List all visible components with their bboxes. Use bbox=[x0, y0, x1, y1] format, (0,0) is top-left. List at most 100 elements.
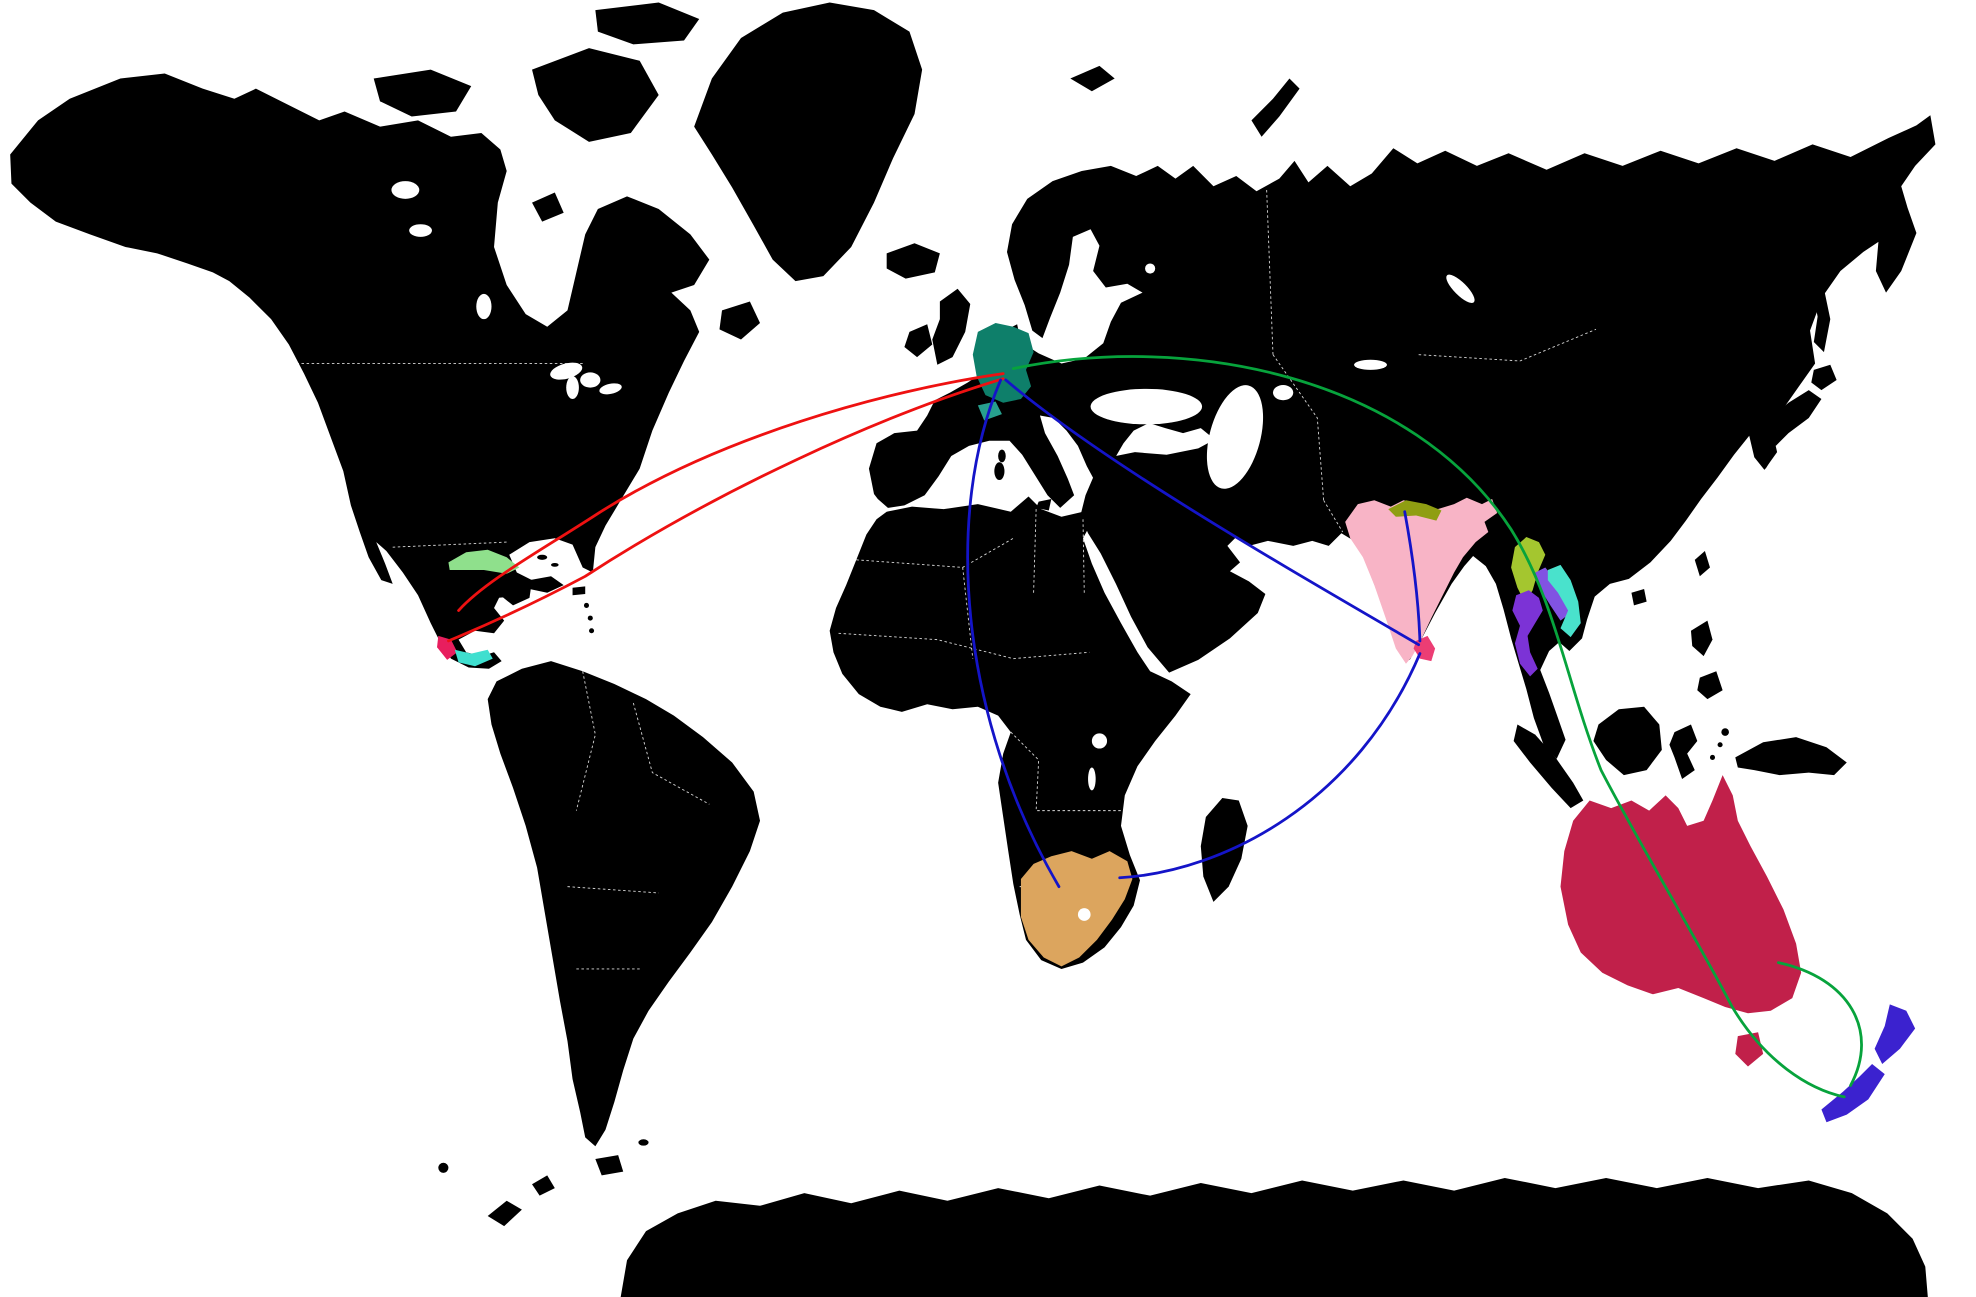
landmass-southampton-island bbox=[532, 192, 564, 222]
lesotho-gap bbox=[1077, 908, 1091, 921]
country-thailand bbox=[1512, 590, 1543, 677]
landmass-ireland bbox=[904, 324, 933, 358]
landmass-antarctic-peninsula-1 bbox=[487, 1200, 522, 1227]
lake-winnipeg bbox=[476, 293, 492, 320]
aral-sea bbox=[1272, 385, 1294, 401]
landmass-baffin-island bbox=[532, 48, 659, 142]
border-africa-2 bbox=[962, 567, 974, 659]
route-australia-to-new-zealand bbox=[1776, 961, 1863, 1087]
country-myanmar bbox=[1511, 537, 1546, 603]
country-laos bbox=[1535, 567, 1571, 621]
landmass-antilles-2 bbox=[587, 615, 593, 621]
landmass-great-britain bbox=[932, 288, 971, 365]
landmass-bahamas-1 bbox=[537, 554, 548, 560]
landmass-moluccas-2 bbox=[1717, 742, 1723, 748]
landmass-moluccas-1 bbox=[1709, 754, 1716, 760]
route-sri-lanka-to-south-africa bbox=[1118, 652, 1422, 880]
border-africa-6 bbox=[1010, 731, 1121, 812]
country-costa-rica bbox=[437, 635, 458, 660]
lake-tanganyika bbox=[1088, 767, 1096, 791]
route-europe-caribbean-north-leg bbox=[457, 372, 1005, 612]
country-india bbox=[1345, 497, 1498, 664]
landmass-antarctica bbox=[620, 1177, 1928, 1297]
landmass-south-america bbox=[487, 661, 761, 1147]
landmass-sicily bbox=[1036, 499, 1052, 511]
landmass-honshu bbox=[1766, 390, 1822, 446]
landmass-mindanao bbox=[1697, 671, 1723, 700]
route-europe-to-sri-lanka bbox=[1004, 378, 1421, 647]
landmasses bbox=[10, 2, 1936, 1297]
black-sea bbox=[1090, 388, 1203, 425]
landmass-victoria-island bbox=[373, 69, 472, 117]
landmass-luzon bbox=[1690, 620, 1713, 657]
lake-superior bbox=[550, 362, 583, 380]
landmass-sumatra bbox=[1513, 724, 1584, 809]
lake-erie-ontario bbox=[599, 383, 622, 395]
landmass-antilles-1 bbox=[583, 602, 590, 608]
landmass-novaya-zemlya bbox=[1251, 78, 1300, 137]
landmass-hispaniola bbox=[529, 576, 564, 593]
route-nepal-to-sri-lanka bbox=[1403, 510, 1422, 643]
landmass-halmahera bbox=[1721, 728, 1729, 736]
country-vietnam bbox=[1547, 564, 1581, 638]
landmass-madagascar bbox=[1200, 797, 1248, 902]
landmass-hainan bbox=[1631, 588, 1647, 606]
landmass-sakhalin bbox=[1813, 288, 1831, 353]
border-asia-1 bbox=[1266, 189, 1274, 355]
border-south-america-3 bbox=[567, 886, 659, 894]
landmass-falklands bbox=[638, 1139, 649, 1146]
landmass-crete bbox=[1095, 493, 1114, 500]
landmass-antarctic-island bbox=[438, 1162, 449, 1173]
landmass-jamaica bbox=[496, 587, 511, 598]
landmass-sardinia bbox=[994, 462, 1005, 481]
highlighted-countries bbox=[437, 322, 1916, 1123]
caspian-sea bbox=[1206, 385, 1264, 489]
landmass-antarctic-peninsula-2 bbox=[532, 1175, 555, 1196]
border-us-mexico bbox=[392, 541, 507, 548]
landmass-antilles-3 bbox=[589, 628, 595, 634]
landmass-iceland bbox=[886, 243, 940, 279]
border-south-america-2 bbox=[632, 702, 710, 805]
landmass-corsica bbox=[998, 449, 1006, 463]
border-asia-4 bbox=[1323, 500, 1344, 533]
route-europe-to-south-africa bbox=[966, 378, 1061, 889]
landmass-cyprus bbox=[1103, 471, 1116, 477]
landmass-tierra-del-fuego bbox=[595, 1155, 624, 1176]
border-south-america-1 bbox=[575, 671, 596, 811]
landmass-sulawesi bbox=[1669, 724, 1698, 779]
inland-waters bbox=[391, 181, 1475, 791]
landmass-ellesmere-island bbox=[595, 2, 700, 45]
country-new-zealand-south bbox=[1821, 1063, 1885, 1123]
landmass-greenland bbox=[694, 2, 923, 282]
country-panama bbox=[454, 649, 493, 667]
lake-baikal bbox=[1446, 274, 1475, 303]
great-bear-lake bbox=[391, 181, 420, 199]
country-new-zealand-north bbox=[1874, 1004, 1916, 1064]
route-europe-asia-australia-new-zealand bbox=[1011, 355, 1846, 1099]
country-south-africa bbox=[1020, 851, 1133, 967]
border-asia-3 bbox=[1418, 328, 1597, 362]
landmass-africa bbox=[829, 496, 1191, 969]
landmass-taiwan bbox=[1694, 550, 1710, 577]
lake-michigan bbox=[566, 376, 579, 399]
country-australia bbox=[1560, 775, 1802, 1014]
border-africa-4 bbox=[1082, 519, 1085, 593]
great-slave-lake bbox=[409, 224, 432, 237]
landmass-north-america bbox=[10, 73, 710, 669]
route-europe-caribbean-south-leg bbox=[447, 377, 1005, 643]
lake-balkhash bbox=[1354, 359, 1387, 370]
landmass-kyushu bbox=[1756, 449, 1774, 469]
lake-ladoga bbox=[1145, 263, 1156, 274]
border-africa-3 bbox=[1033, 509, 1037, 593]
landmass-hokkaido bbox=[1811, 364, 1837, 391]
landmass-new-guinea bbox=[1735, 737, 1847, 776]
landmass-eurasia bbox=[868, 115, 1936, 759]
landmass-svalbard bbox=[1070, 65, 1115, 92]
lake-huron bbox=[580, 372, 601, 388]
landmass-newfoundland bbox=[719, 301, 761, 340]
landmass-borneo bbox=[1593, 706, 1662, 776]
country-cuba bbox=[448, 549, 520, 574]
country-nepal bbox=[1388, 500, 1442, 521]
travel-routes bbox=[447, 355, 1863, 1099]
